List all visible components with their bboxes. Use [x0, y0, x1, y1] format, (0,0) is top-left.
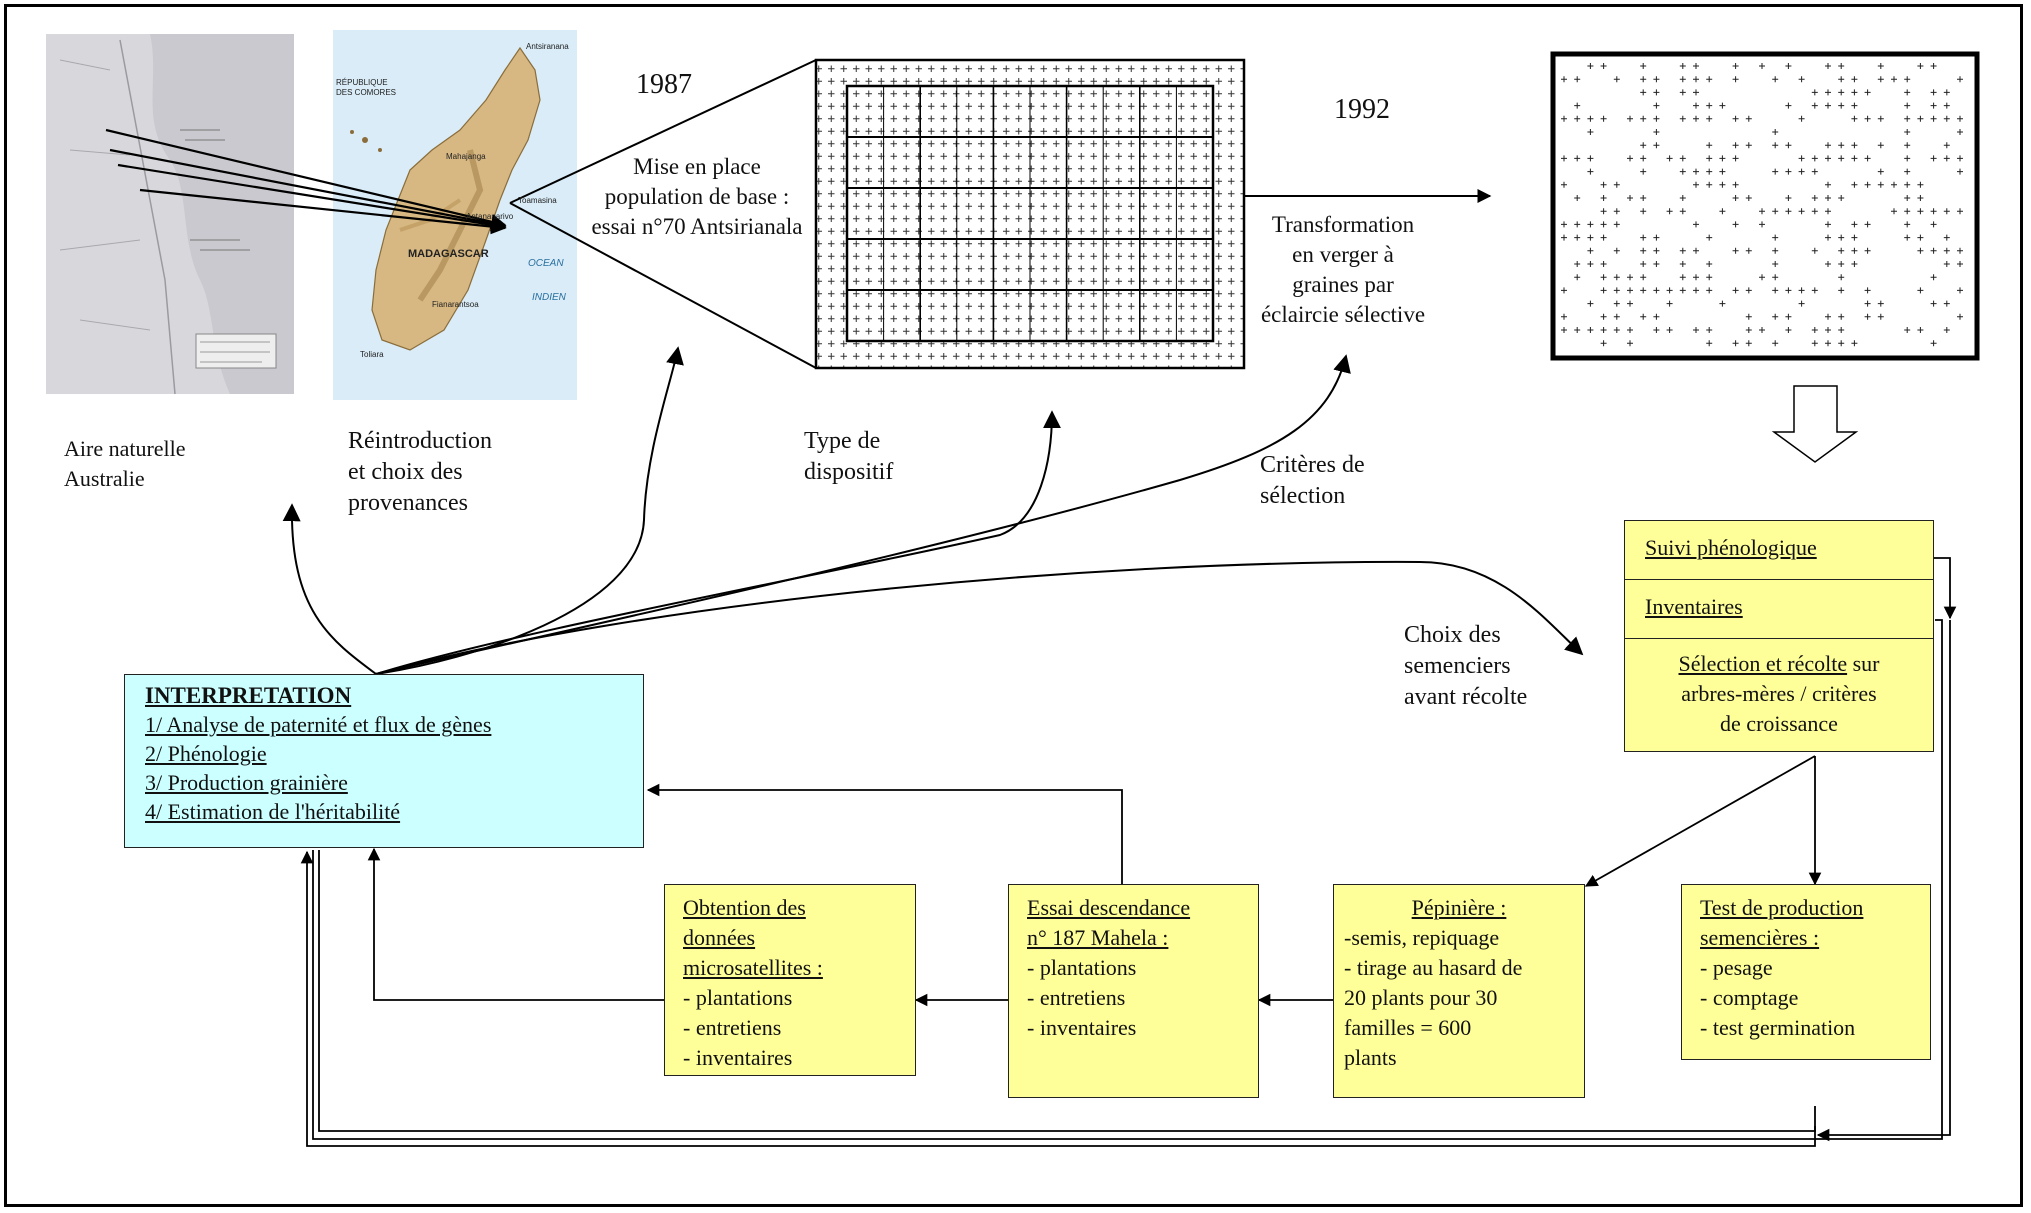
- selection-sur: sur: [1847, 651, 1880, 676]
- essai-title-2: n° 187 Mahela :: [1027, 925, 1169, 950]
- interpretation-title: INTERPRETATION: [145, 683, 352, 708]
- choix-line-2: semenciers: [1404, 653, 1511, 679]
- essai-item-2: - entretiens: [1027, 985, 1126, 1010]
- interpretation-item-3: 3/ Production grainière: [145, 770, 348, 795]
- test-item-2: - comptage: [1700, 985, 1799, 1010]
- criteres-label: Critères de sélection: [1260, 450, 1365, 512]
- suivi-phenologique-label: Suivi phénologique: [1645, 535, 1817, 560]
- return-lines: [300, 619, 1951, 1147]
- obtention-title-3: microsatellites :: [683, 955, 823, 980]
- map-label-ocean: OCEAN: [528, 258, 564, 269]
- selection-recolte-label: Sélection et récolte: [1678, 651, 1848, 676]
- obtention-title-2: données: [683, 925, 756, 950]
- obtention-title-1: Obtention des: [683, 895, 806, 920]
- selection-recolte-box: Sélection et récolte sur arbres-mères / …: [1624, 638, 1934, 752]
- aire-line-2: Australie: [64, 466, 145, 491]
- map-label-toliara: Toliara: [360, 350, 384, 359]
- criteres-line-1: Critères de: [1260, 452, 1365, 478]
- obtention-item-1: - plantations: [683, 985, 793, 1010]
- transformation-label: Transformation en verger à graines par é…: [1248, 210, 1438, 330]
- obtention-item-2: - entretiens: [683, 1015, 782, 1040]
- outer-frame: [4, 4, 2023, 1207]
- selection-line-2: arbres-mères / critères: [1681, 681, 1877, 706]
- pepiniere-item-4: familles = 600: [1344, 1015, 1472, 1040]
- test-title-2: semencières :: [1700, 925, 1820, 950]
- madagascar-map: [333, 30, 577, 400]
- year-1992-label: 1992: [1334, 94, 1390, 125]
- provenance-arrows: [105, 128, 507, 235]
- reintro-line-1: Réintroduction: [348, 428, 492, 454]
- mise-line-3: essai n°70 Antsirianala: [591, 214, 803, 239]
- map-label-antananarivo: Antananarivo: [466, 212, 514, 221]
- test-item-3: - test germination: [1700, 1015, 1856, 1040]
- interpretation-item-4: 4/ Estimation de l'héritabilité: [145, 799, 401, 824]
- mise-en-place-label: Mise en place population de base : essai…: [574, 152, 820, 242]
- expansion-lines: [509, 59, 817, 369]
- interpretation-item-1: 1/ Analyse de paternité et flux de gènes: [145, 712, 492, 737]
- pepiniere-item-2: - tirage au hasard de: [1344, 955, 1523, 980]
- map-label-indien: INDIEN: [532, 292, 566, 303]
- map-label-madagascar: MADAGASCAR: [408, 248, 489, 260]
- selection-line-1: Sélection et récolte sur: [1633, 649, 1925, 679]
- type-dispositif-label: Type de dispositif: [804, 426, 893, 488]
- test-item-1: - pesage: [1700, 955, 1773, 980]
- choix-semenciers-label: Choix des semenciers avant récolte: [1404, 620, 1527, 713]
- obtention-box: Obtention des données microsatellites : …: [664, 884, 916, 1076]
- map-label-comores: RÉPUBLIQUE DES COMORES: [336, 78, 397, 97]
- interpretation-box: INTERPRETATION 1/ Analyse de paternité e…: [124, 674, 644, 848]
- year-1987-label: 1987: [636, 69, 692, 100]
- suivi-phenologique-box: Suivi phénologique: [1624, 520, 1934, 580]
- transfo-line-4: éclaircie sélective: [1260, 302, 1426, 327]
- interpretation-item-2: 2/ Phénologie: [145, 741, 267, 766]
- criteres-line-2: sélection: [1260, 483, 1346, 509]
- aire-naturelle-label: Aire naturelle Australie: [64, 434, 186, 494]
- essai-item-1: - plantations: [1027, 955, 1137, 980]
- choix-line-1: Choix des: [1404, 622, 1501, 648]
- selection-line-3: de croissance: [1720, 711, 1838, 736]
- obtention-item-3: - inventaires: [683, 1045, 793, 1070]
- interpretation-arrows: [282, 346, 1584, 675]
- base-population-grid: [814, 58, 1246, 370]
- essai-item-3: - inventaires: [1027, 1015, 1137, 1040]
- transfo-line-2: en verger à: [1292, 242, 1394, 267]
- reintroduction-label: Réintroduction et choix des provenances: [348, 426, 492, 519]
- essai-title-1: Essai descendance: [1027, 895, 1191, 920]
- pepiniere-item-5: plants: [1344, 1045, 1397, 1070]
- australia-map: [46, 34, 294, 395]
- transfo-line-1: Transformation: [1271, 212, 1415, 237]
- type-line-2: dispositif: [804, 459, 894, 485]
- flow-arrows: [367, 557, 1957, 1007]
- choix-line-3: avant récolte: [1404, 684, 1528, 710]
- essai-descendance-box: Essai descendance n° 187 Mahela : - plan…: [1008, 884, 1259, 1098]
- type-line-1: Type de: [804, 428, 881, 454]
- map-label-antsiranana: Antsiranana: [526, 42, 569, 51]
- pepiniere-title: Pépinière :: [1411, 895, 1507, 920]
- inventaires-box: Inventaires: [1624, 579, 1934, 639]
- seed-orchard-plot: [1550, 51, 1980, 361]
- test-production-box: Test de production semencières : - pesag…: [1681, 884, 1931, 1060]
- pepiniere-box: Pépinière : -semis, repiquage - tirage a…: [1333, 884, 1585, 1098]
- map-label-fianarantsoa: Fianarantsoa: [432, 300, 479, 309]
- mise-line-2: population de base :: [604, 184, 790, 209]
- reintro-line-3: provenances: [348, 490, 468, 516]
- map-label-mahajanga: Mahajanga: [446, 152, 486, 161]
- mise-line-1: Mise en place: [633, 154, 761, 179]
- pepiniere-item-1: -semis, repiquage: [1344, 925, 1500, 950]
- hollow-down-arrow: [1771, 385, 1859, 463]
- reintro-line-2: et choix des: [348, 459, 463, 485]
- test-title-1: Test de production: [1700, 895, 1864, 920]
- inventaires-label: Inventaires: [1645, 594, 1743, 619]
- pepiniere-item-3: 20 plants pour 30: [1344, 985, 1498, 1010]
- orchard-remaining-trees: [1561, 63, 1963, 347]
- aire-line-1: Aire naturelle: [64, 436, 186, 461]
- transfo-line-3: graines par: [1292, 272, 1394, 297]
- map-label-toamasina: Toamasina: [518, 196, 557, 205]
